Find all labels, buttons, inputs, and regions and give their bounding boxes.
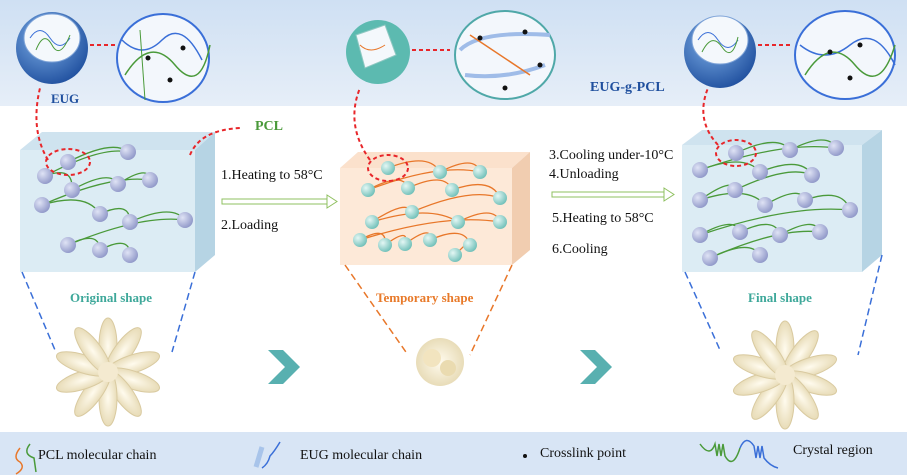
eug-label: EUG	[51, 91, 80, 106]
arrow-to-final-sphere	[702, 87, 719, 146]
flower-center	[775, 365, 795, 385]
eug-particle	[177, 212, 193, 228]
crystal-region-icon	[699, 439, 779, 469]
eug-particle	[692, 162, 708, 178]
step-1: 1.Heating to 58°C	[221, 168, 323, 183]
eug-particle	[727, 182, 743, 198]
eug-sphere	[16, 12, 88, 84]
projection-original	[21, 271, 196, 353]
chevron-1	[268, 350, 300, 384]
eug-particle	[142, 172, 158, 188]
eug-particle	[448, 248, 462, 262]
highlight-temporary	[367, 154, 409, 182]
final-zoom-ellipse	[794, 10, 896, 100]
eug-zoom-ellipse	[116, 13, 211, 103]
arrow-to-temp-sphere	[353, 87, 371, 161]
final-flower-photo	[732, 320, 838, 430]
legend-eug-chain: EUG molecular chain	[300, 448, 423, 463]
temporary-zoom-ellipse	[454, 10, 556, 100]
chain-segment	[41, 178, 151, 206]
eug-particle	[692, 192, 708, 208]
eug-particle	[353, 233, 367, 247]
step-4: 4.Unloading	[549, 167, 619, 182]
eug-particle	[92, 242, 108, 258]
final-shape-label: Final shape	[748, 290, 812, 305]
eug-particle	[60, 237, 76, 253]
eug-particle	[34, 197, 50, 213]
step-6: 6.Cooling	[552, 242, 608, 257]
eug-particle	[692, 227, 708, 243]
step-3: 3.Cooling under-10°C	[549, 148, 674, 163]
eug-chain-icon	[253, 441, 281, 469]
eug-particle	[772, 227, 788, 243]
eug-particle	[757, 197, 773, 213]
eug-particle	[122, 214, 138, 230]
eug-particle	[732, 224, 748, 240]
eug-particle	[782, 142, 798, 158]
eug-particle	[120, 144, 136, 160]
eug-particle	[401, 181, 415, 195]
eug-g-pcl-label: EUG-g-PCL	[590, 80, 665, 95]
eug-particle	[122, 247, 138, 263]
eug-particle	[405, 205, 419, 219]
eug-particle	[797, 192, 813, 208]
projection-temporary	[344, 264, 513, 356]
eug-particle	[493, 191, 507, 205]
chain-segment	[359, 219, 501, 241]
eug-particle	[423, 233, 437, 247]
arrow-to-eug	[35, 87, 49, 161]
flower-center	[98, 362, 118, 382]
highlight-final	[715, 139, 757, 167]
eug-particle	[473, 165, 487, 179]
original-flower-photo	[55, 317, 161, 427]
eug-particle	[378, 238, 392, 252]
step-2: 2.Loading	[221, 218, 279, 233]
eug-particle	[463, 238, 477, 252]
eug-particles	[34, 140, 858, 266]
eug-particle	[433, 165, 447, 179]
process-arrow-1	[221, 194, 338, 209]
eug-particle	[728, 145, 744, 161]
eug-particle	[493, 215, 507, 229]
highlight-original	[45, 148, 91, 176]
projection-final	[684, 254, 883, 356]
eug-particle	[445, 183, 459, 197]
chain-segment	[367, 169, 481, 191]
eug-particle	[37, 168, 53, 184]
step-5: 5.Heating to 58°C	[552, 211, 654, 226]
eug-particle	[92, 206, 108, 222]
temporary-sphere	[346, 20, 410, 84]
eug-particle	[381, 161, 395, 175]
eug-particle	[451, 215, 465, 229]
legend-crosslink: Crosslink point	[540, 446, 626, 461]
eug-particle	[752, 164, 768, 180]
eug-particle	[702, 250, 718, 266]
temporary-flower-photo	[416, 338, 464, 386]
chain-segment	[699, 208, 851, 236]
eug-particle	[398, 237, 412, 251]
crosslink-point-icon	[523, 454, 527, 458]
legend-pcl-chain: PCL molecular chain	[38, 448, 157, 463]
eug-particle	[842, 202, 858, 218]
eug-particle	[64, 182, 80, 198]
legend-crystal: Crystal region	[793, 443, 873, 458]
pcl-chain-icon	[15, 443, 37, 475]
eug-particle	[365, 215, 379, 229]
process-arrow-2	[551, 187, 675, 202]
pcl-label: PCL	[255, 119, 283, 134]
eug-particle	[752, 247, 768, 263]
eug-particle	[110, 176, 126, 192]
eug-particle	[60, 154, 76, 170]
temporary-shape-label: Temporary shape	[376, 290, 474, 305]
eug-particle	[812, 224, 828, 240]
original-shape-label: Original shape	[70, 290, 152, 305]
eug-particle	[361, 183, 375, 197]
chevron-2	[580, 350, 612, 384]
final-sphere	[684, 15, 756, 88]
eug-particle	[828, 140, 844, 156]
eug-particle	[804, 167, 820, 183]
